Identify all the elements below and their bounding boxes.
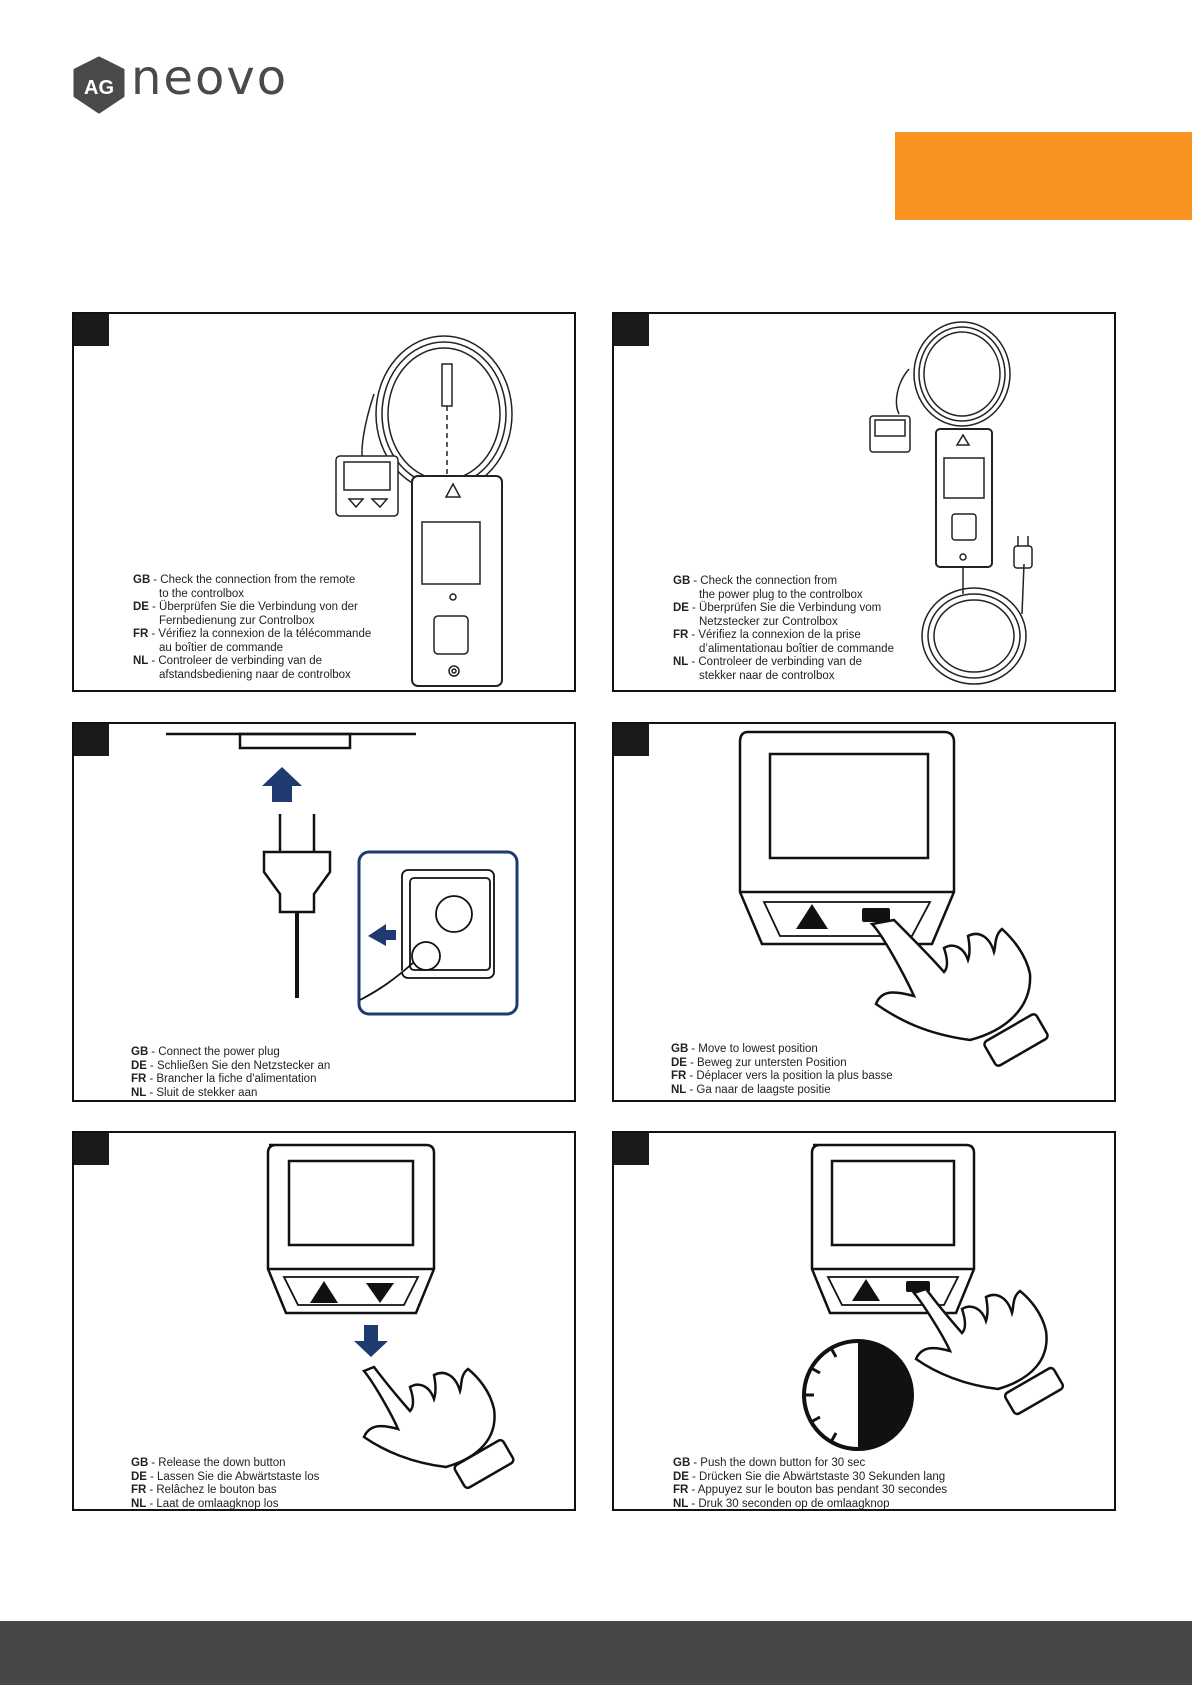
language-code: FR: [131, 1484, 147, 1496]
ag-shield-icon: AG: [73, 56, 125, 114]
language-code: FR: [131, 1073, 147, 1085]
remote-cable-controlbox-illustration: [335, 335, 513, 687]
release-down-button-illustration: [266, 1143, 515, 1490]
caption-text: to the controlbox: [159, 587, 245, 600]
step-panel-3: GB- Connect the power plug DE- Schließen…: [72, 722, 576, 1102]
down-triangle-icon: [366, 1283, 394, 1303]
caption-text: - Brancher la fiche d'alimentation: [149, 1073, 317, 1085]
caption-text: - Appuyez sur le bouton bas pendant 30 s…: [691, 1484, 948, 1496]
language-code: FR: [671, 1070, 687, 1082]
language-code: GB: [133, 574, 151, 586]
language-code: GB: [673, 1457, 691, 1469]
step-number-box: [74, 314, 109, 346]
language-code: DE: [673, 1470, 689, 1483]
language-code: FR: [673, 629, 689, 641]
panel-4-caption: GB- Move to lowest position DE- Beweg zu…: [671, 1043, 893, 1097]
up-arrow-icon: [262, 767, 302, 802]
power-plug-controlbox-illustration: [869, 321, 1033, 685]
footer-band: [0, 1621, 1192, 1685]
caption-text: - Push the down button for 30 sec: [693, 1457, 866, 1469]
language-code: NL: [131, 1497, 147, 1510]
caption-text: - Drücken Sie die Abwärtstaste 30 Sekund…: [691, 1470, 946, 1483]
panel-2-caption: GB- Check the connection from the power …: [673, 575, 894, 683]
language-code: DE: [131, 1059, 147, 1072]
step-number-box: [614, 314, 649, 346]
up-triangle-icon: [852, 1279, 880, 1301]
caption-text: Netzstecker zur Controlbox: [699, 615, 838, 628]
language-code: NL: [133, 655, 149, 667]
plug-into-socket-illustration: [166, 732, 519, 1016]
language-code: GB: [131, 1457, 149, 1469]
ag-neovo-logo: AG neovo: [71, 50, 301, 116]
caption-text: - Druk 30 seconden op de omlaagknop: [691, 1497, 890, 1510]
caption-text: - Relâchez le bouton bas: [149, 1484, 277, 1496]
caption-text: - Vérifiez la connexion de la prise: [691, 629, 861, 641]
caption-text: - Check the connection from the remote: [153, 574, 356, 586]
caption-text: - Move to lowest position: [691, 1043, 818, 1055]
language-code: FR: [133, 628, 149, 640]
step-number-box: [614, 1133, 649, 1165]
hold-button-30-seconds-illustration: [802, 1143, 1065, 1451]
caption-text: - Beweg zur untersten Position: [689, 1056, 847, 1069]
panel-1-caption: GB- Check the connection from the remote…: [133, 574, 371, 682]
caption-text: - Ga naar de laagste positie: [689, 1083, 831, 1096]
step-number-box: [614, 724, 649, 756]
step-panel-1: GB- Check the connection from the remote…: [72, 312, 576, 692]
step-number-box: [74, 1133, 109, 1165]
language-code: NL: [671, 1083, 687, 1096]
panel-5-caption: GB- Release the down button DE- Lassen S…: [131, 1457, 320, 1510]
language-code: GB: [673, 575, 691, 587]
timer-icon: [802, 1339, 914, 1451]
caption-text: the power plug to the controlbox: [699, 588, 863, 601]
step-panel-6: GB- Push the down button for 30 sec DE- …: [612, 1131, 1116, 1511]
caption-text: - Controleer de verbinding van de: [691, 656, 863, 668]
language-code: NL: [673, 1497, 689, 1510]
language-code: NL: [673, 656, 689, 668]
language-code: DE: [671, 1056, 687, 1069]
caption-text: - Vérifiez la connexion de la télécomman…: [151, 628, 372, 640]
step-panel-2: GB- Check the connection from the power …: [612, 312, 1116, 692]
step-panel-5: GB- Release the down button DE- Lassen S…: [72, 1131, 576, 1511]
caption-text: - Sluit de stekker aan: [149, 1086, 258, 1099]
language-code: FR: [673, 1484, 689, 1496]
caption-text: - Lassen Sie die Abwärtstaste los: [149, 1470, 320, 1483]
language-code: GB: [671, 1043, 689, 1055]
caption-text: d’alimentationau boîtier de commande: [699, 642, 894, 655]
up-triangle-icon: [796, 904, 828, 929]
caption-text: - Check the connection from: [693, 575, 838, 587]
language-code: GB: [131, 1046, 149, 1058]
down-button-icon: [862, 908, 890, 922]
language-code: DE: [133, 601, 149, 613]
panel-3-caption: GB- Connect the power plug DE- Schließen…: [131, 1046, 330, 1100]
logo-wordmark: neovo: [131, 50, 289, 106]
caption-text: stekker naar de controlbox: [699, 669, 835, 682]
caption-text: - Überprüfen Sie die Verbindung von der: [151, 601, 358, 613]
orange-header-tab: [895, 132, 1192, 220]
caption-text: au boîtier de commande: [159, 641, 284, 654]
caption-text: - Connect the power plug: [151, 1046, 280, 1058]
caption-text: - Release the down button: [151, 1457, 286, 1469]
language-code: NL: [131, 1086, 147, 1099]
caption-text: - Überprüfen Sie die Verbindung vom: [691, 602, 882, 614]
panel-6-caption: GB- Push the down button for 30 sec DE- …: [673, 1457, 948, 1510]
language-code: DE: [673, 602, 689, 614]
down-arrow-icon: [354, 1325, 388, 1357]
language-code: DE: [131, 1470, 147, 1483]
caption-text: - Controleer de verbinding van de: [151, 655, 323, 667]
press-down-button-illustration: [738, 730, 1049, 1067]
caption-text: - Laat de omlaagknop los: [149, 1497, 279, 1510]
up-triangle-icon: [310, 1281, 338, 1303]
push-arrow-icon: [368, 924, 396, 946]
caption-text: - Schließen Sie den Netzstecker an: [149, 1059, 331, 1072]
caption-text: - Déplacer vers la position la plus bass…: [689, 1070, 893, 1082]
step-panel-4: GB- Move to lowest position DE- Beweg zu…: [612, 722, 1116, 1102]
step-number-box: [74, 724, 109, 756]
caption-text: Fernbedienung zur Controlbox: [159, 614, 315, 627]
svg-text:AG: AG: [84, 77, 114, 99]
caption-text: afstandsbediening naar de controlbox: [159, 668, 351, 681]
